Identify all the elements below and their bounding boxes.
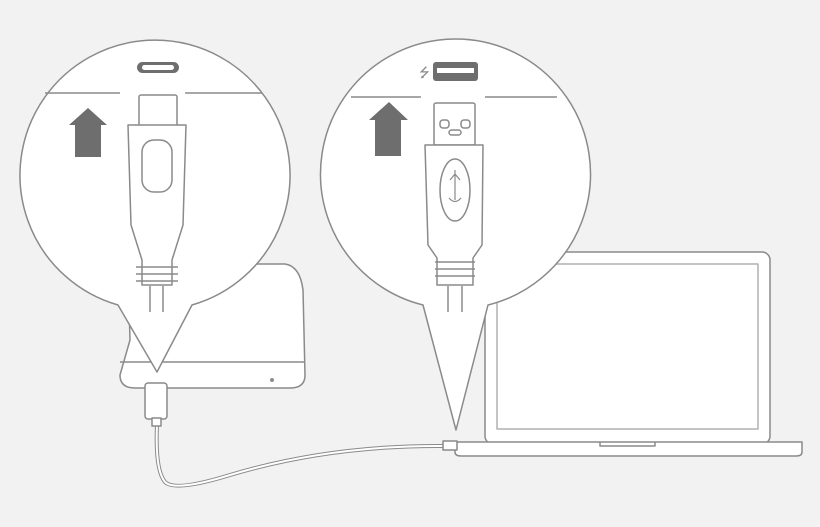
usb-a-superspeed-connector-icon	[424, 102, 484, 312]
up-arrow-icon	[369, 102, 408, 156]
usb-cable	[144, 382, 458, 488]
laptop	[454, 251, 803, 457]
usb-symbol-icon: ⭍	[419, 66, 430, 81]
up-arrow-icon	[69, 108, 107, 157]
usb-c-connector-icon	[127, 94, 187, 312]
usb-c-callout	[19, 39, 291, 373]
usb-a-callout: ⭍	[319, 38, 592, 431]
